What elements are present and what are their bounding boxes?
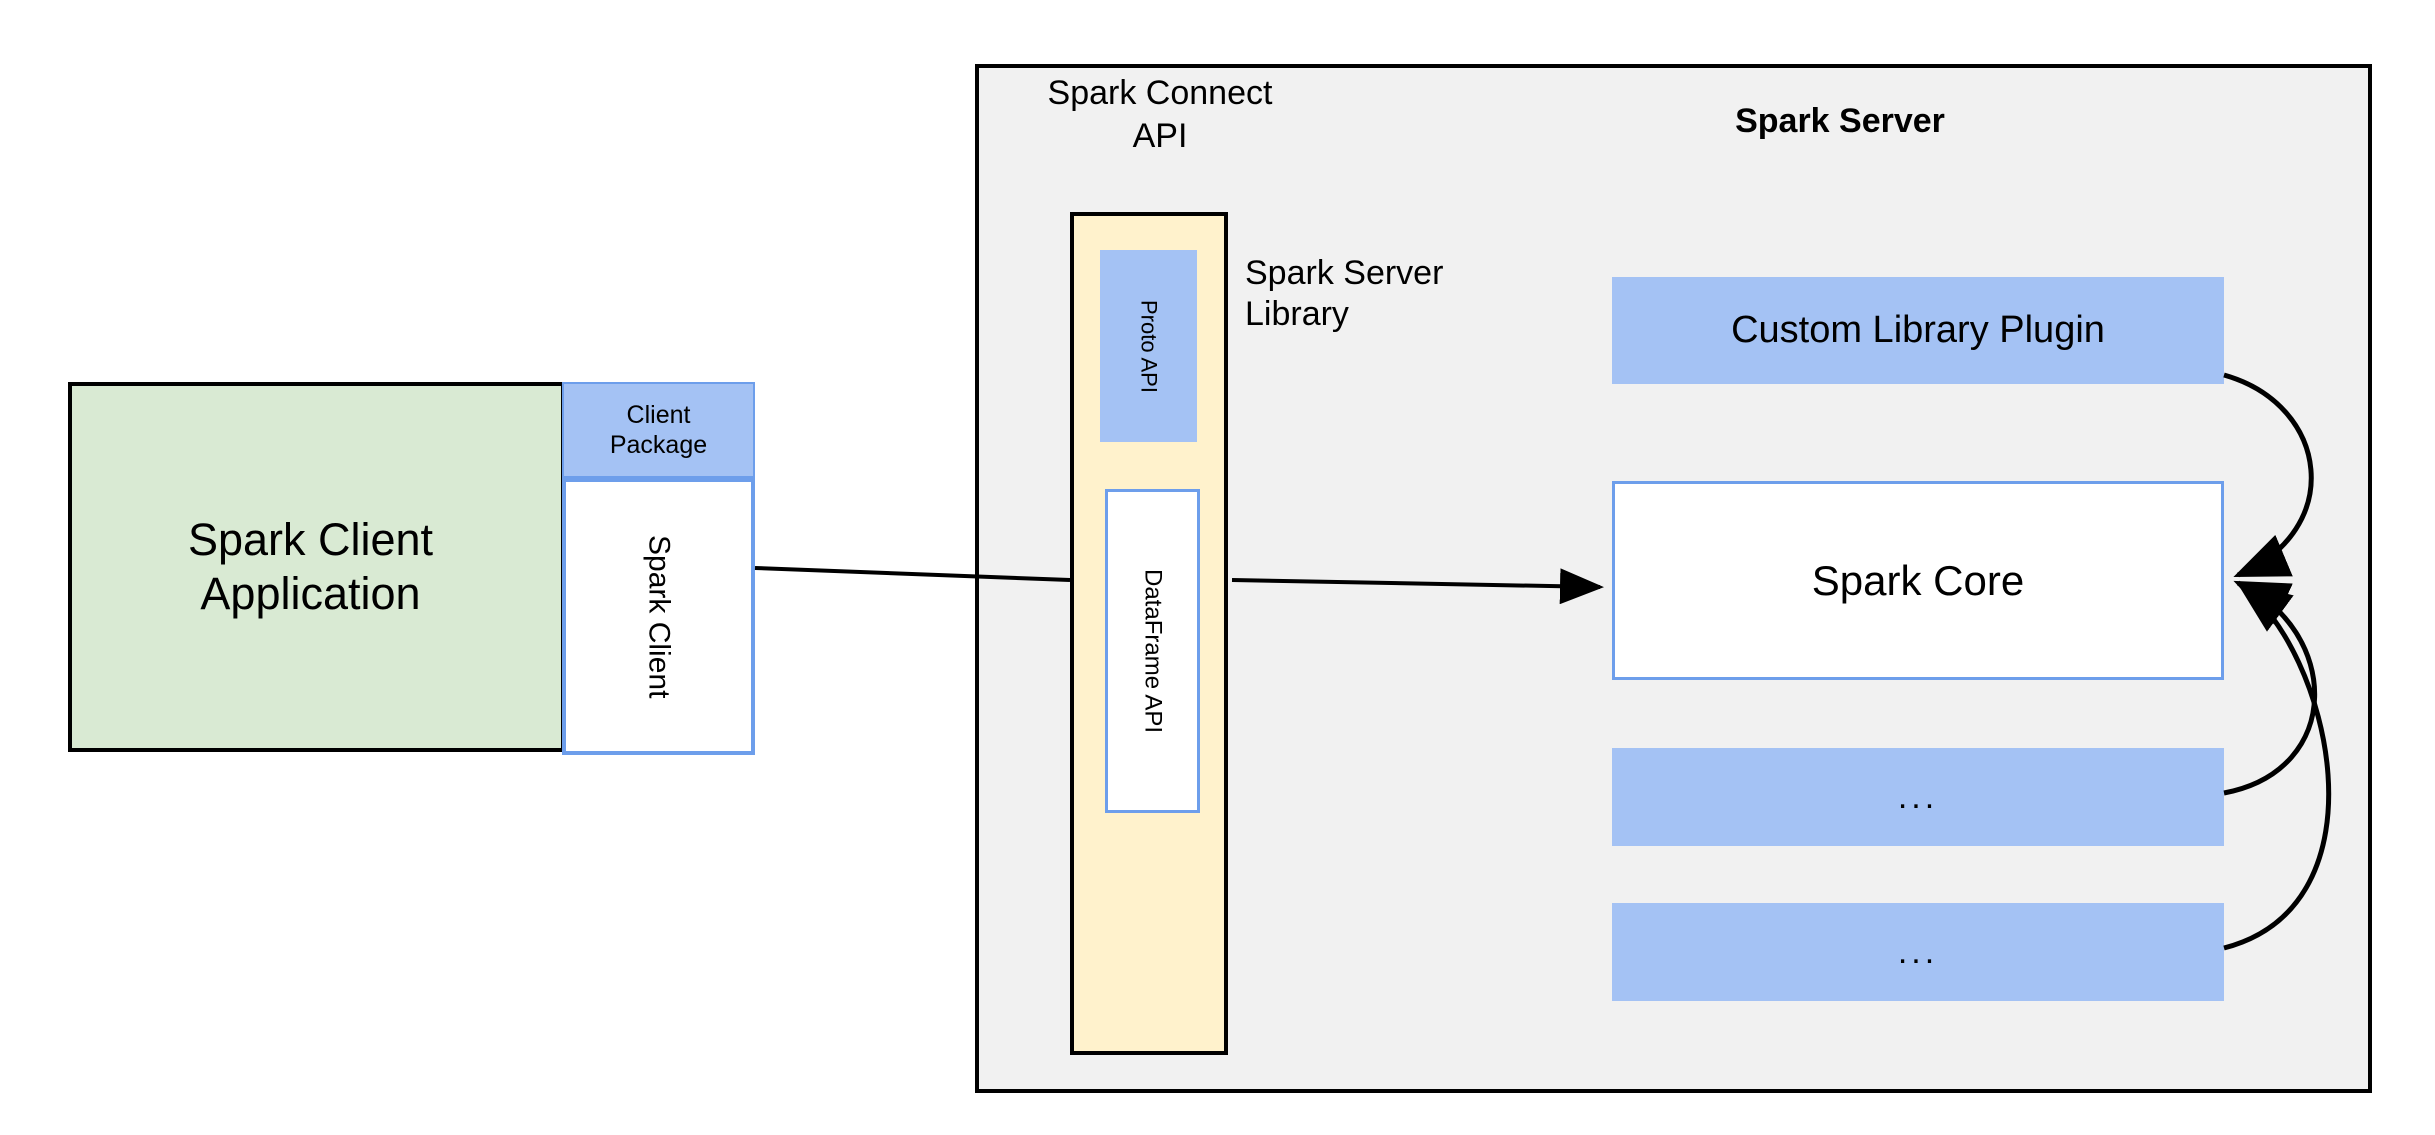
custom-library-plugin-label: Custom Library Plugin [1731, 309, 2105, 351]
placeholder-component-label-1: ... [1897, 777, 1939, 816]
proto-api-label: Proto API [1136, 299, 1162, 393]
spark-connect-api-label: Spark Connect API [1047, 74, 1273, 155]
custom-library-plugin-box: Custom Library Plugin [1612, 277, 2224, 384]
spark-client-application-box: Spark Client Application [68, 382, 565, 752]
client-package-label: Client Package [609, 400, 708, 460]
spark-server-library-label: Spark Server Library [1245, 254, 1444, 334]
proto-api-box: Proto API [1100, 250, 1197, 442]
spark-client-box: Spark Client [562, 478, 755, 755]
placeholder-component-box-2: ... [1612, 903, 2224, 1001]
placeholder-component-box-1: ... [1612, 748, 2224, 846]
dataframe-api-label: DataFrame API [1139, 568, 1167, 734]
spark-core-box: Spark Core [1612, 481, 2224, 680]
placeholder-component-label-2: ... [1897, 932, 1939, 971]
spark-client-application-label: Spark Client Application [187, 514, 434, 619]
spark-server-title: Spark Server [1735, 102, 1945, 140]
spark-core-label: Spark Core [1811, 556, 2025, 604]
client-package-box: Client Package [562, 382, 755, 478]
dataframe-api-box: DataFrame API [1105, 489, 1200, 813]
spark-client-label: Spark Client [642, 534, 676, 699]
